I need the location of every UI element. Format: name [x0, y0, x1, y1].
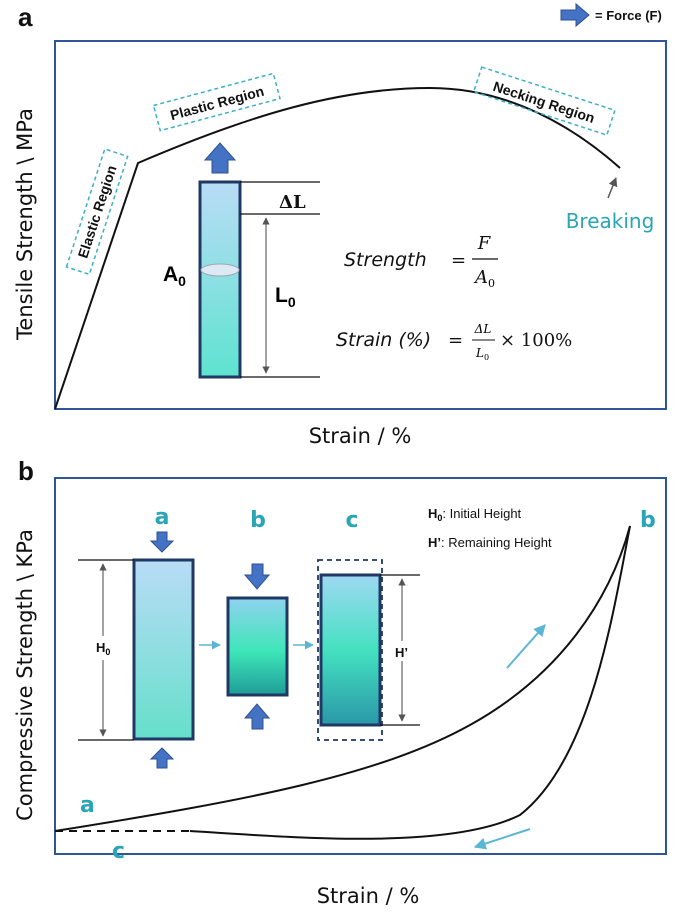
h0-dimension-label: H0: [96, 640, 110, 657]
length-label: L0: [275, 284, 296, 310]
panel-a-y-axis-title: Tensile Strength \ MPa: [13, 108, 37, 341]
stage-b-label: b: [250, 508, 266, 533]
remaining-height-legend: H’: Remaining Height: [428, 535, 552, 550]
panel-a-letter: a: [18, 2, 33, 32]
svg-text:A0: A0: [473, 267, 495, 290]
strain-formula: Strain (%) = ΔL L0 × 100%: [336, 322, 572, 362]
stage-c-label: c: [345, 508, 358, 533]
unloading-direction-arrow-icon: [473, 828, 531, 850]
curve-label-end: c: [112, 839, 125, 864]
original-outline-dashed: [317, 559, 383, 741]
plastic-region-label: Plastic Region: [152, 72, 281, 132]
loading-curve: [54, 525, 631, 832]
svg-text:ΔL: ΔL: [474, 322, 492, 336]
curve-label-peak: b: [640, 508, 656, 533]
svg-text:Strain (%): Strain (%): [336, 329, 431, 351]
force-legend: = Force (F): [560, 2, 662, 28]
stage-b-bottom-force-arrow-icon: [243, 703, 271, 730]
elastic-region-label: Elastic Region: [65, 148, 129, 276]
stage-b-top-force-arrow-icon: [243, 563, 271, 590]
tensile-curve: [54, 86, 621, 410]
cross-section-ellipse: [200, 263, 240, 277]
breaking-arrow-icon: [607, 177, 618, 199]
panel-a-x-axis-title: Strain / %: [309, 424, 412, 448]
force-legend-label: = Force (F): [595, 8, 662, 23]
panel-a-frame: [54, 40, 667, 410]
loading-direction-arrow-icon: [506, 624, 546, 669]
unloading-curve: [189, 525, 631, 840]
tensile-specimen: [198, 180, 242, 379]
necking-region-text: Necking Region: [491, 78, 597, 126]
svg-text:× 100%: × 100%: [500, 330, 572, 351]
svg-text:=: =: [451, 250, 466, 271]
elastic-region-text: Elastic Region: [75, 163, 120, 260]
delta-l-label: ΔL: [279, 192, 306, 213]
svg-text:L0: L0: [475, 346, 489, 362]
tensile-force-arrow-icon: [203, 142, 237, 174]
necking-region-label: Necking Region: [472, 66, 616, 136]
panel-b-x-axis-title: Strain / %: [317, 884, 420, 908]
breaking-label: Breaking: [566, 209, 655, 233]
h-prime-dimension-label: H’: [395, 645, 408, 660]
stage-a-bottom-force-arrow-icon: [149, 747, 175, 769]
panel-b-letter: b: [18, 456, 34, 486]
specimen-stage-a: H0: [78, 531, 195, 769]
force-arrow-icon: [560, 2, 590, 28]
svg-text:Strength: Strength: [344, 249, 427, 271]
svg-text:=: =: [448, 330, 463, 351]
initial-height-legend: H0: Initial Height: [428, 506, 522, 523]
strength-formula: Strength = F A0: [344, 233, 498, 290]
panel-b-frame: [54, 477, 667, 855]
curve-label-start: a: [80, 793, 95, 818]
specimen-stage-b: [226, 563, 289, 730]
svg-text:F: F: [477, 233, 492, 254]
stage-a-label: a: [155, 505, 170, 530]
stage-a-top-force-arrow-icon: [149, 531, 175, 553]
specimen-stage-c: H’: [317, 559, 420, 741]
panel-b-y-axis-title: Compressive Strength \ KPa: [13, 529, 37, 821]
area-label: A0: [163, 263, 186, 289]
